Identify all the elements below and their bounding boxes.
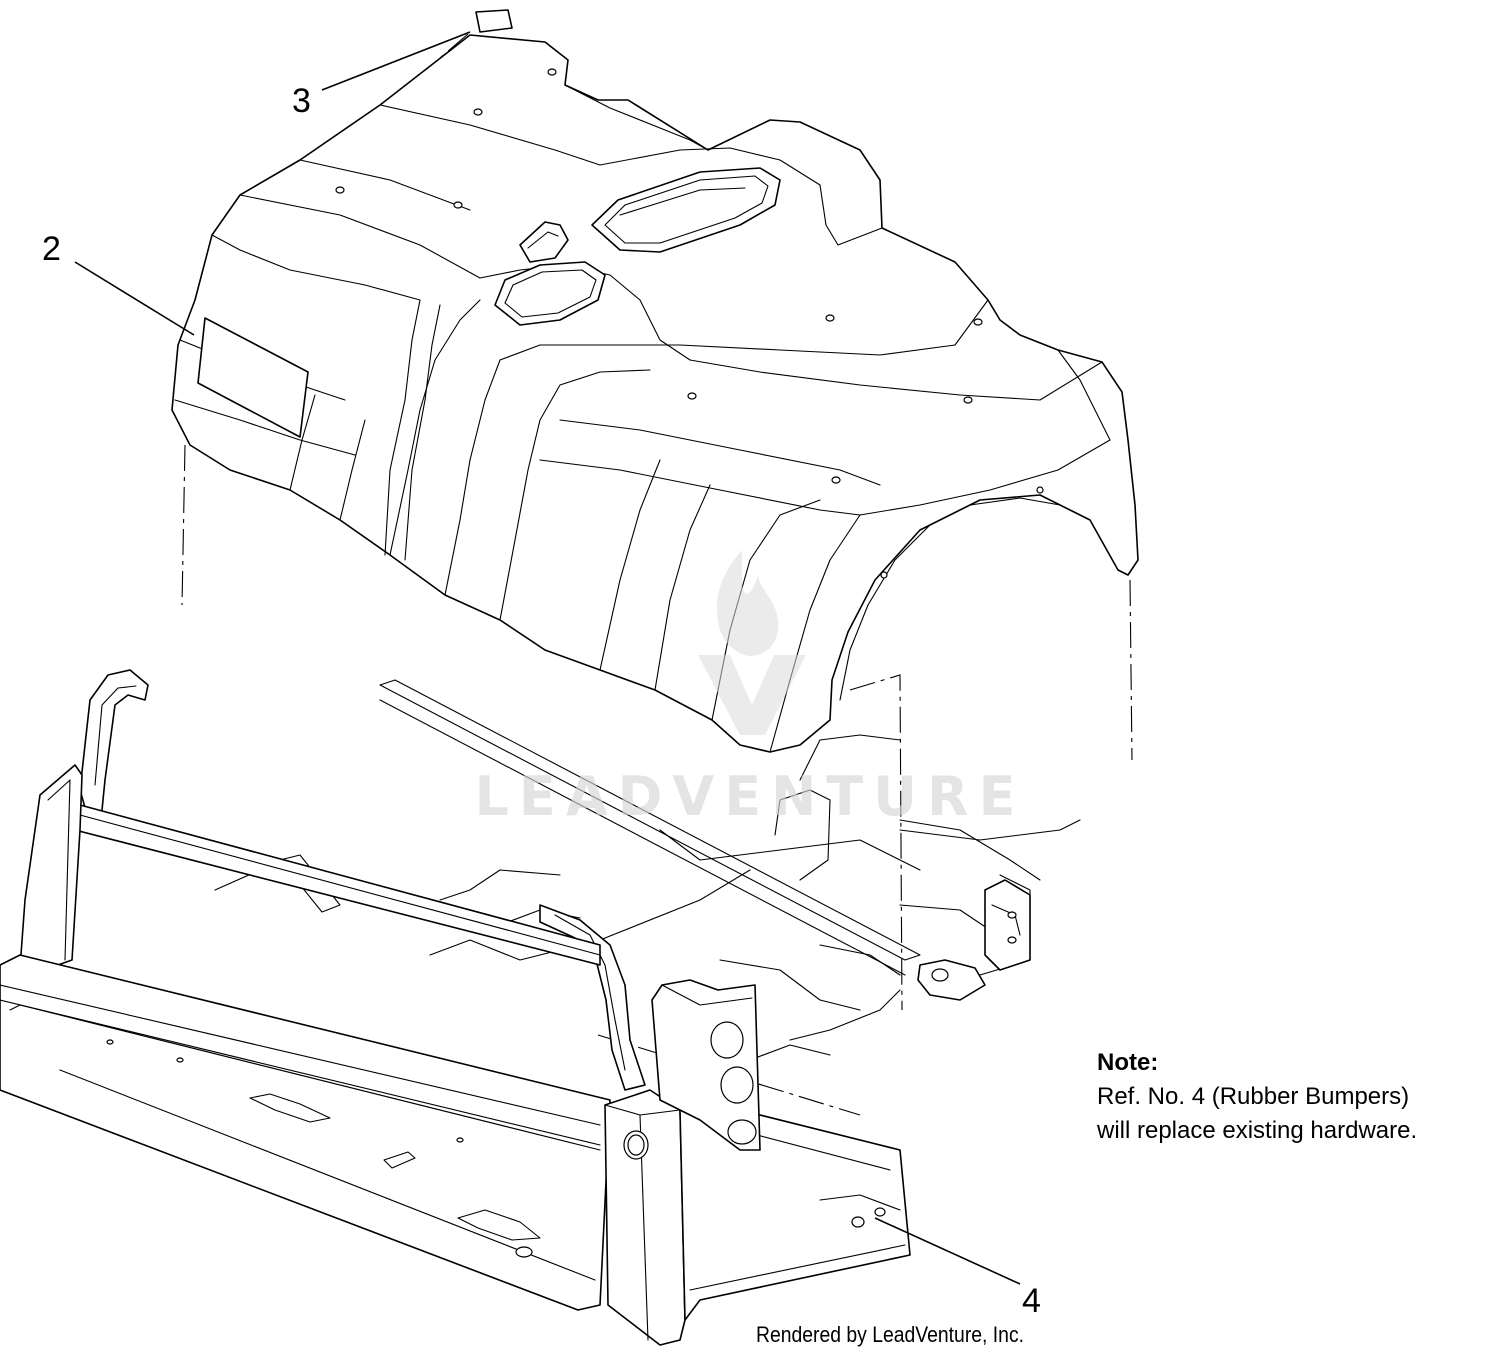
decal-ref-3 <box>475 9 513 33</box>
leader-ref-2 <box>74 261 195 336</box>
note-line-2: will replace existing hardware. <box>1097 1117 1418 1144</box>
front-bumper-assembly <box>0 669 911 1346</box>
flame-logo-icon <box>716 550 779 656</box>
leader-ref-4 <box>874 1217 1021 1285</box>
note-box: Note: Ref. No. 4 (Rubber Bumpers) will r… <box>1097 1046 1497 1148</box>
decal-plate-ref-2 <box>197 317 309 438</box>
hood-outline <box>171 34 1139 753</box>
hood-mounting-holes <box>335 68 1044 579</box>
callout-ref-2: 2 <box>42 230 61 268</box>
side-bracket <box>651 979 761 1151</box>
leader-ref-3 <box>321 31 471 91</box>
callout-ref-3: 3 <box>292 82 311 120</box>
callout-ref-4: 4 <box>1022 1282 1041 1320</box>
right-bumper-post <box>604 1089 686 1346</box>
note-line-1: Ref. No. 4 (Rubber Bumpers) <box>1097 1083 1410 1110</box>
render-credit: Rendered by LeadVenture, Inc. <box>756 1322 1025 1347</box>
callouts: 2 3 4 <box>42 31 1041 1320</box>
watermark: LEADVENTURE <box>475 550 1026 828</box>
note-title: Note: <box>1097 1049 1159 1076</box>
fender-hood-assembly <box>171 34 1139 753</box>
note-body: Ref. No. 4 (Rubber Bumpers) will replace… <box>1097 1080 1497 1148</box>
watermark-text: LEADVENTURE <box>475 765 1026 828</box>
bumper-plate <box>0 954 611 1311</box>
chassis-frame <box>214 679 1081 1061</box>
console-recess-small <box>494 261 606 326</box>
v-logo-icon <box>698 655 806 735</box>
